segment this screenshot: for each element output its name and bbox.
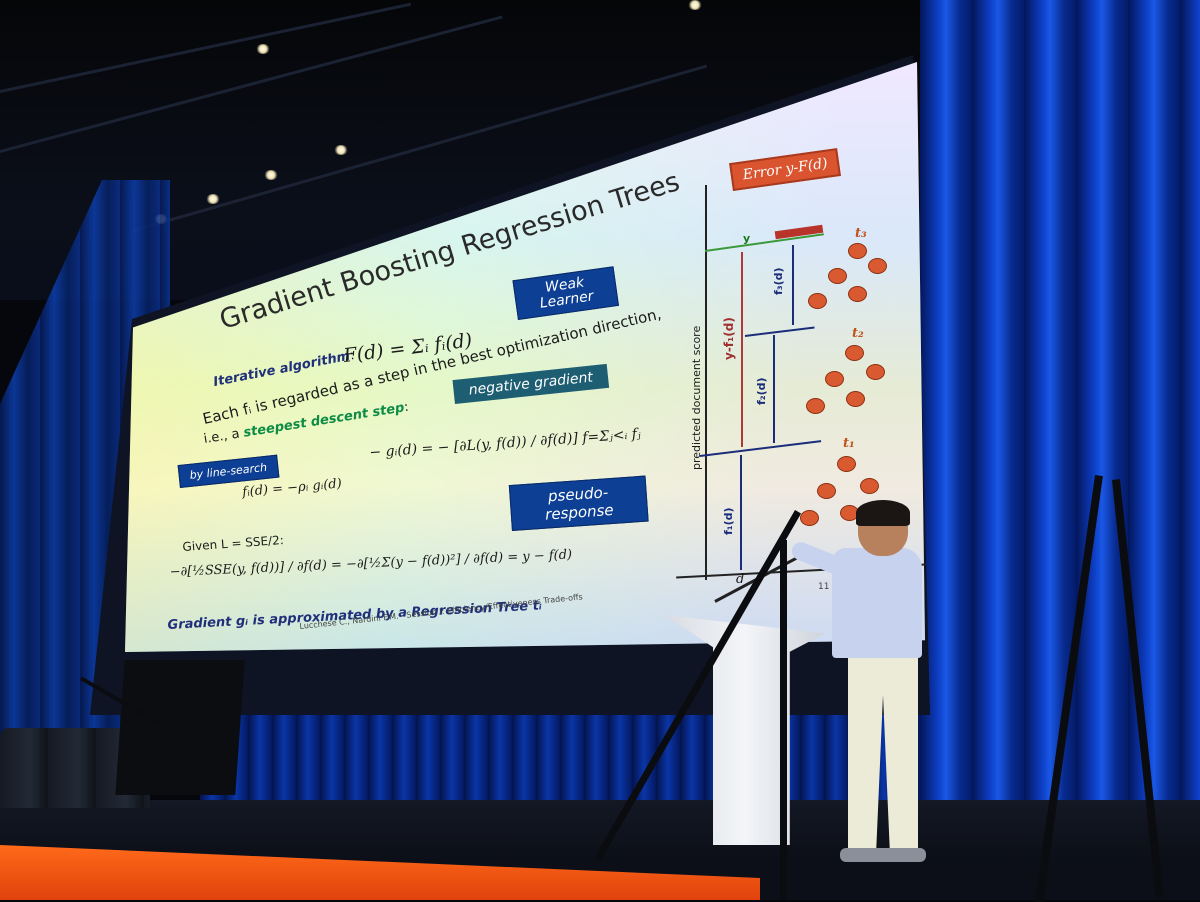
tree-node — [837, 456, 856, 472]
yf1-label: y-f₁(d) — [722, 317, 736, 360]
stage-light — [264, 170, 278, 180]
tree-node — [868, 258, 887, 274]
tree-node — [848, 243, 867, 259]
f2-label: f₂(d) — [755, 377, 768, 405]
graph-y-axis — [705, 185, 707, 580]
tree-node — [800, 510, 819, 526]
y-label: y — [743, 232, 751, 245]
graph-y-axis-label: predicted document score — [690, 325, 703, 470]
d-label: d — [736, 572, 745, 587]
y-minus-f1-arrow — [741, 252, 743, 447]
f3-label: f₃(d) — [772, 267, 785, 295]
f1-label: f₁(d) — [722, 507, 735, 535]
tree-node — [828, 268, 847, 284]
tree-node — [817, 483, 836, 499]
presenter-hair — [856, 500, 910, 526]
f3-arrow — [792, 245, 794, 325]
slide-page-number: 11 — [818, 582, 830, 592]
tree-node — [860, 478, 879, 494]
tree-node — [825, 371, 844, 387]
stage-monitor-speaker — [115, 660, 245, 795]
f2-arrow — [773, 335, 775, 443]
tree-t1-label: t₁ — [843, 436, 855, 451]
tree-node — [808, 293, 827, 309]
tree-node — [866, 364, 885, 380]
tree-node — [806, 398, 825, 414]
tree-t3-label: t₃ — [855, 226, 867, 241]
curtain-under-screen — [200, 700, 920, 810]
stage-light — [688, 0, 702, 10]
stair-railing — [780, 540, 787, 900]
stage-light — [256, 44, 270, 54]
tree-t2-label: t₂ — [852, 326, 864, 341]
tree-node — [846, 391, 865, 407]
presenter-shoes — [840, 848, 926, 862]
f1-arrow — [740, 455, 742, 570]
stage-light — [334, 145, 348, 155]
tree-node — [845, 345, 864, 361]
stage-light — [206, 194, 220, 204]
pseudo-response-box: pseudo-response — [508, 475, 649, 531]
tree-node — [848, 286, 867, 302]
